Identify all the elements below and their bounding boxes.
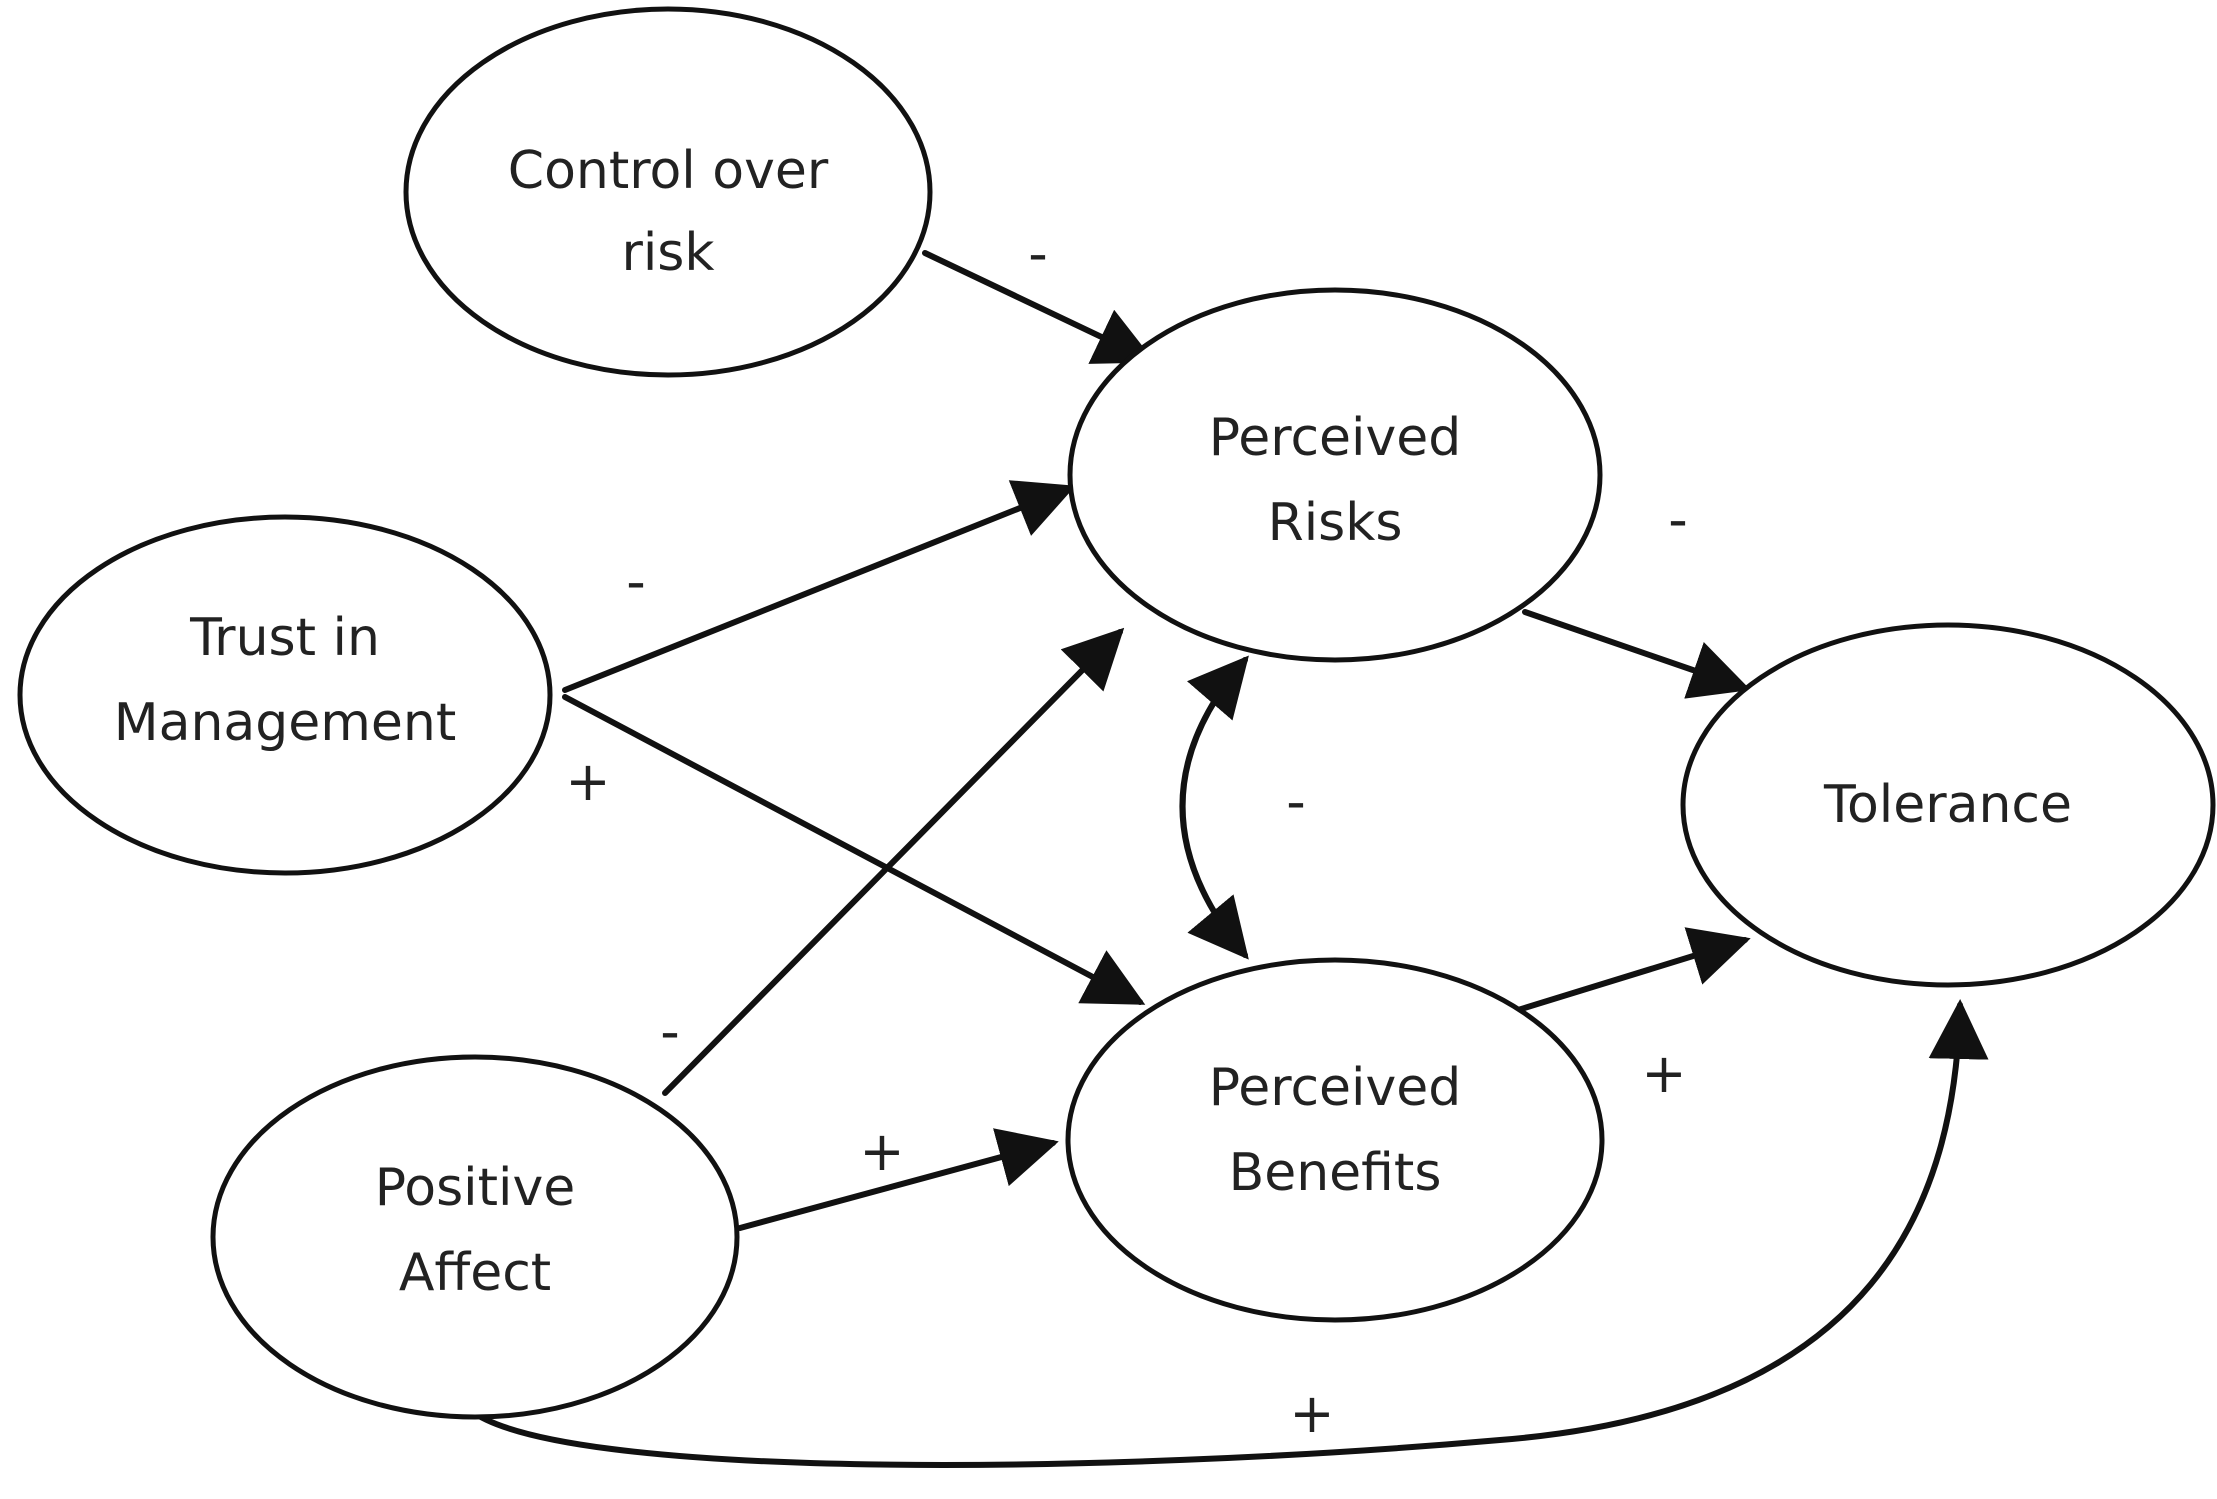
sign-benefits-to-tolerance: + [1641,1042,1686,1105]
node-perceived-risks-line-2: Risks [1268,493,1403,553]
edge-risks-to-tolerance [1522,609,1751,699]
node-perceived-risks-ellipse [1067,287,1603,663]
edge-control-to-risks [922,250,1156,364]
node-trust-in-management-ellipse [17,514,553,876]
node-control-over-risk-line-1: Control over [508,141,829,201]
node-perceived-benefits-line-1: Perceived [1209,1058,1462,1118]
node-tolerance: Tolerance [1680,622,2216,988]
sign-affect-to-benefits: + [859,1120,904,1183]
node-positive-affect: Positive Affect [210,1054,740,1420]
node-positive-affect-ellipse [210,1054,740,1420]
node-positive-affect-line-1: Positive [375,1158,575,1218]
node-perceived-risks-line-1: Perceived [1209,408,1462,468]
node-tolerance-line-1: Tolerance [1823,775,2072,835]
node-positive-affect-line-2: Affect [399,1243,551,1303]
sign-risks-benefits-correlation: - [1286,770,1306,833]
node-trust-in-management-line-2: Management [114,693,457,753]
node-control-over-risk-ellipse [403,6,933,378]
sign-affect-to-risks: - [660,1000,680,1063]
sign-trust-to-benefits: + [565,750,610,813]
node-trust-in-management: Trust in Management [17,514,553,876]
edge-benefits-to-tolerance [1515,927,1751,1013]
sign-risks-to-tolerance: - [1668,488,1688,551]
edge-risks-benefits-correlation [1179,655,1249,960]
node-perceived-benefits: Perceived Benefits [1065,957,1605,1323]
sign-control-to-risks: - [1028,222,1048,285]
node-trust-in-management-line-1: Trust in [189,608,380,668]
sign-affect-to-tolerance: + [1289,1382,1334,1445]
edge-trust-to-benefits [562,694,1146,1005]
edge-affect-to-risks [662,627,1125,1096]
sign-trust-to-risks: - [626,550,646,613]
node-control-over-risk-line-2: risk [621,223,714,283]
edge-signs: - - + - + - + - + [565,222,1687,1445]
edge-affect-to-tolerance [467,999,1989,1468]
node-tolerance-ellipse [1680,622,2216,988]
node-perceived-risks: Perceived Risks [1067,287,1603,663]
edges [467,250,1989,1468]
node-perceived-benefits-line-2: Benefits [1229,1143,1442,1203]
edge-trust-to-risks [562,480,1076,693]
node-perceived-benefits-ellipse [1065,957,1605,1323]
edge-affect-to-benefits [737,1128,1059,1231]
node-control-over-risk: Control over risk [403,6,933,378]
